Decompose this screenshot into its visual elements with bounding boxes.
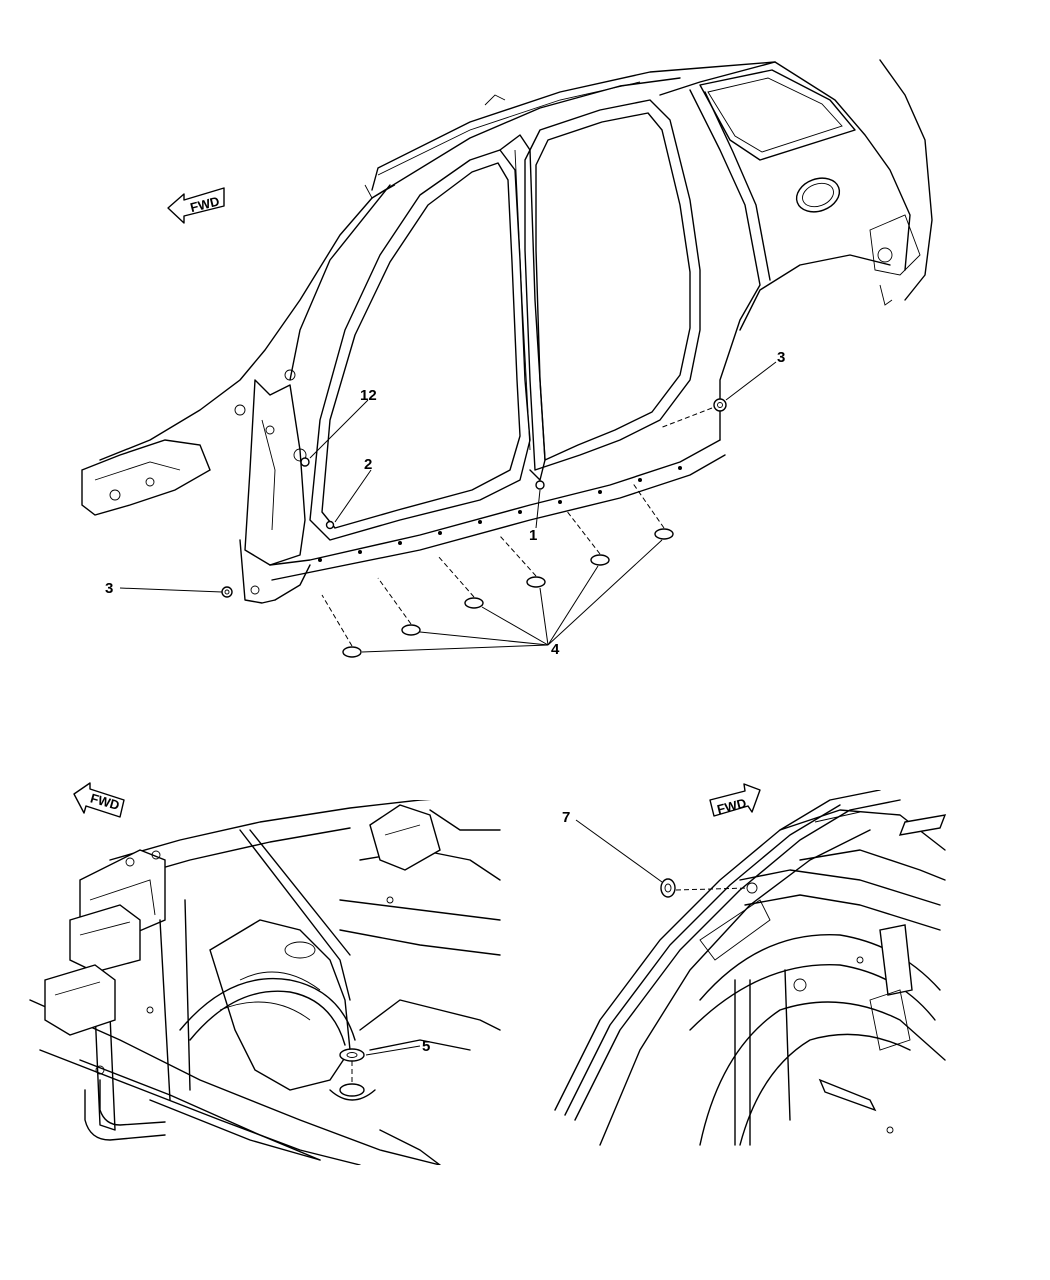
callout-1: 1 [529, 527, 537, 544]
fwd-arrow-bottom-left-icon: FWD [73, 782, 125, 818]
plug-2 [325, 520, 335, 530]
plug-3-left [221, 586, 233, 598]
plug-5 [339, 1048, 365, 1062]
callout-7: 7 [562, 809, 570, 826]
callout-12: 12 [360, 387, 377, 404]
callout-2: 2 [364, 456, 372, 473]
callout-3-left: 3 [105, 580, 113, 597]
callout-4: 4 [551, 641, 560, 658]
plugs-4 [342, 528, 674, 658]
rear-quarter-interior-view: 7 FWD [554, 783, 947, 1146]
fwd-label-bottom-left: FWD [89, 790, 122, 813]
plug-7 [660, 878, 676, 898]
plug-1 [535, 480, 545, 490]
plug-12 [300, 457, 310, 467]
plug-3-right [713, 398, 727, 412]
fwd-label-bottom-right: FWD [715, 795, 747, 817]
front-structure-view: 5 FWD [29, 782, 501, 1165]
fwd-label-top: FWD [189, 193, 221, 215]
body-side-aperture-view: 12 2 1 3 3 4 FWD [81, 59, 933, 658]
fwd-arrow-bottom-right-icon: FWD [709, 783, 761, 817]
callout-5: 5 [422, 1038, 430, 1055]
fwd-arrow-top-icon: FWD [167, 187, 225, 224]
callout-3-right: 3 [777, 349, 785, 366]
sill-holes [318, 466, 682, 562]
